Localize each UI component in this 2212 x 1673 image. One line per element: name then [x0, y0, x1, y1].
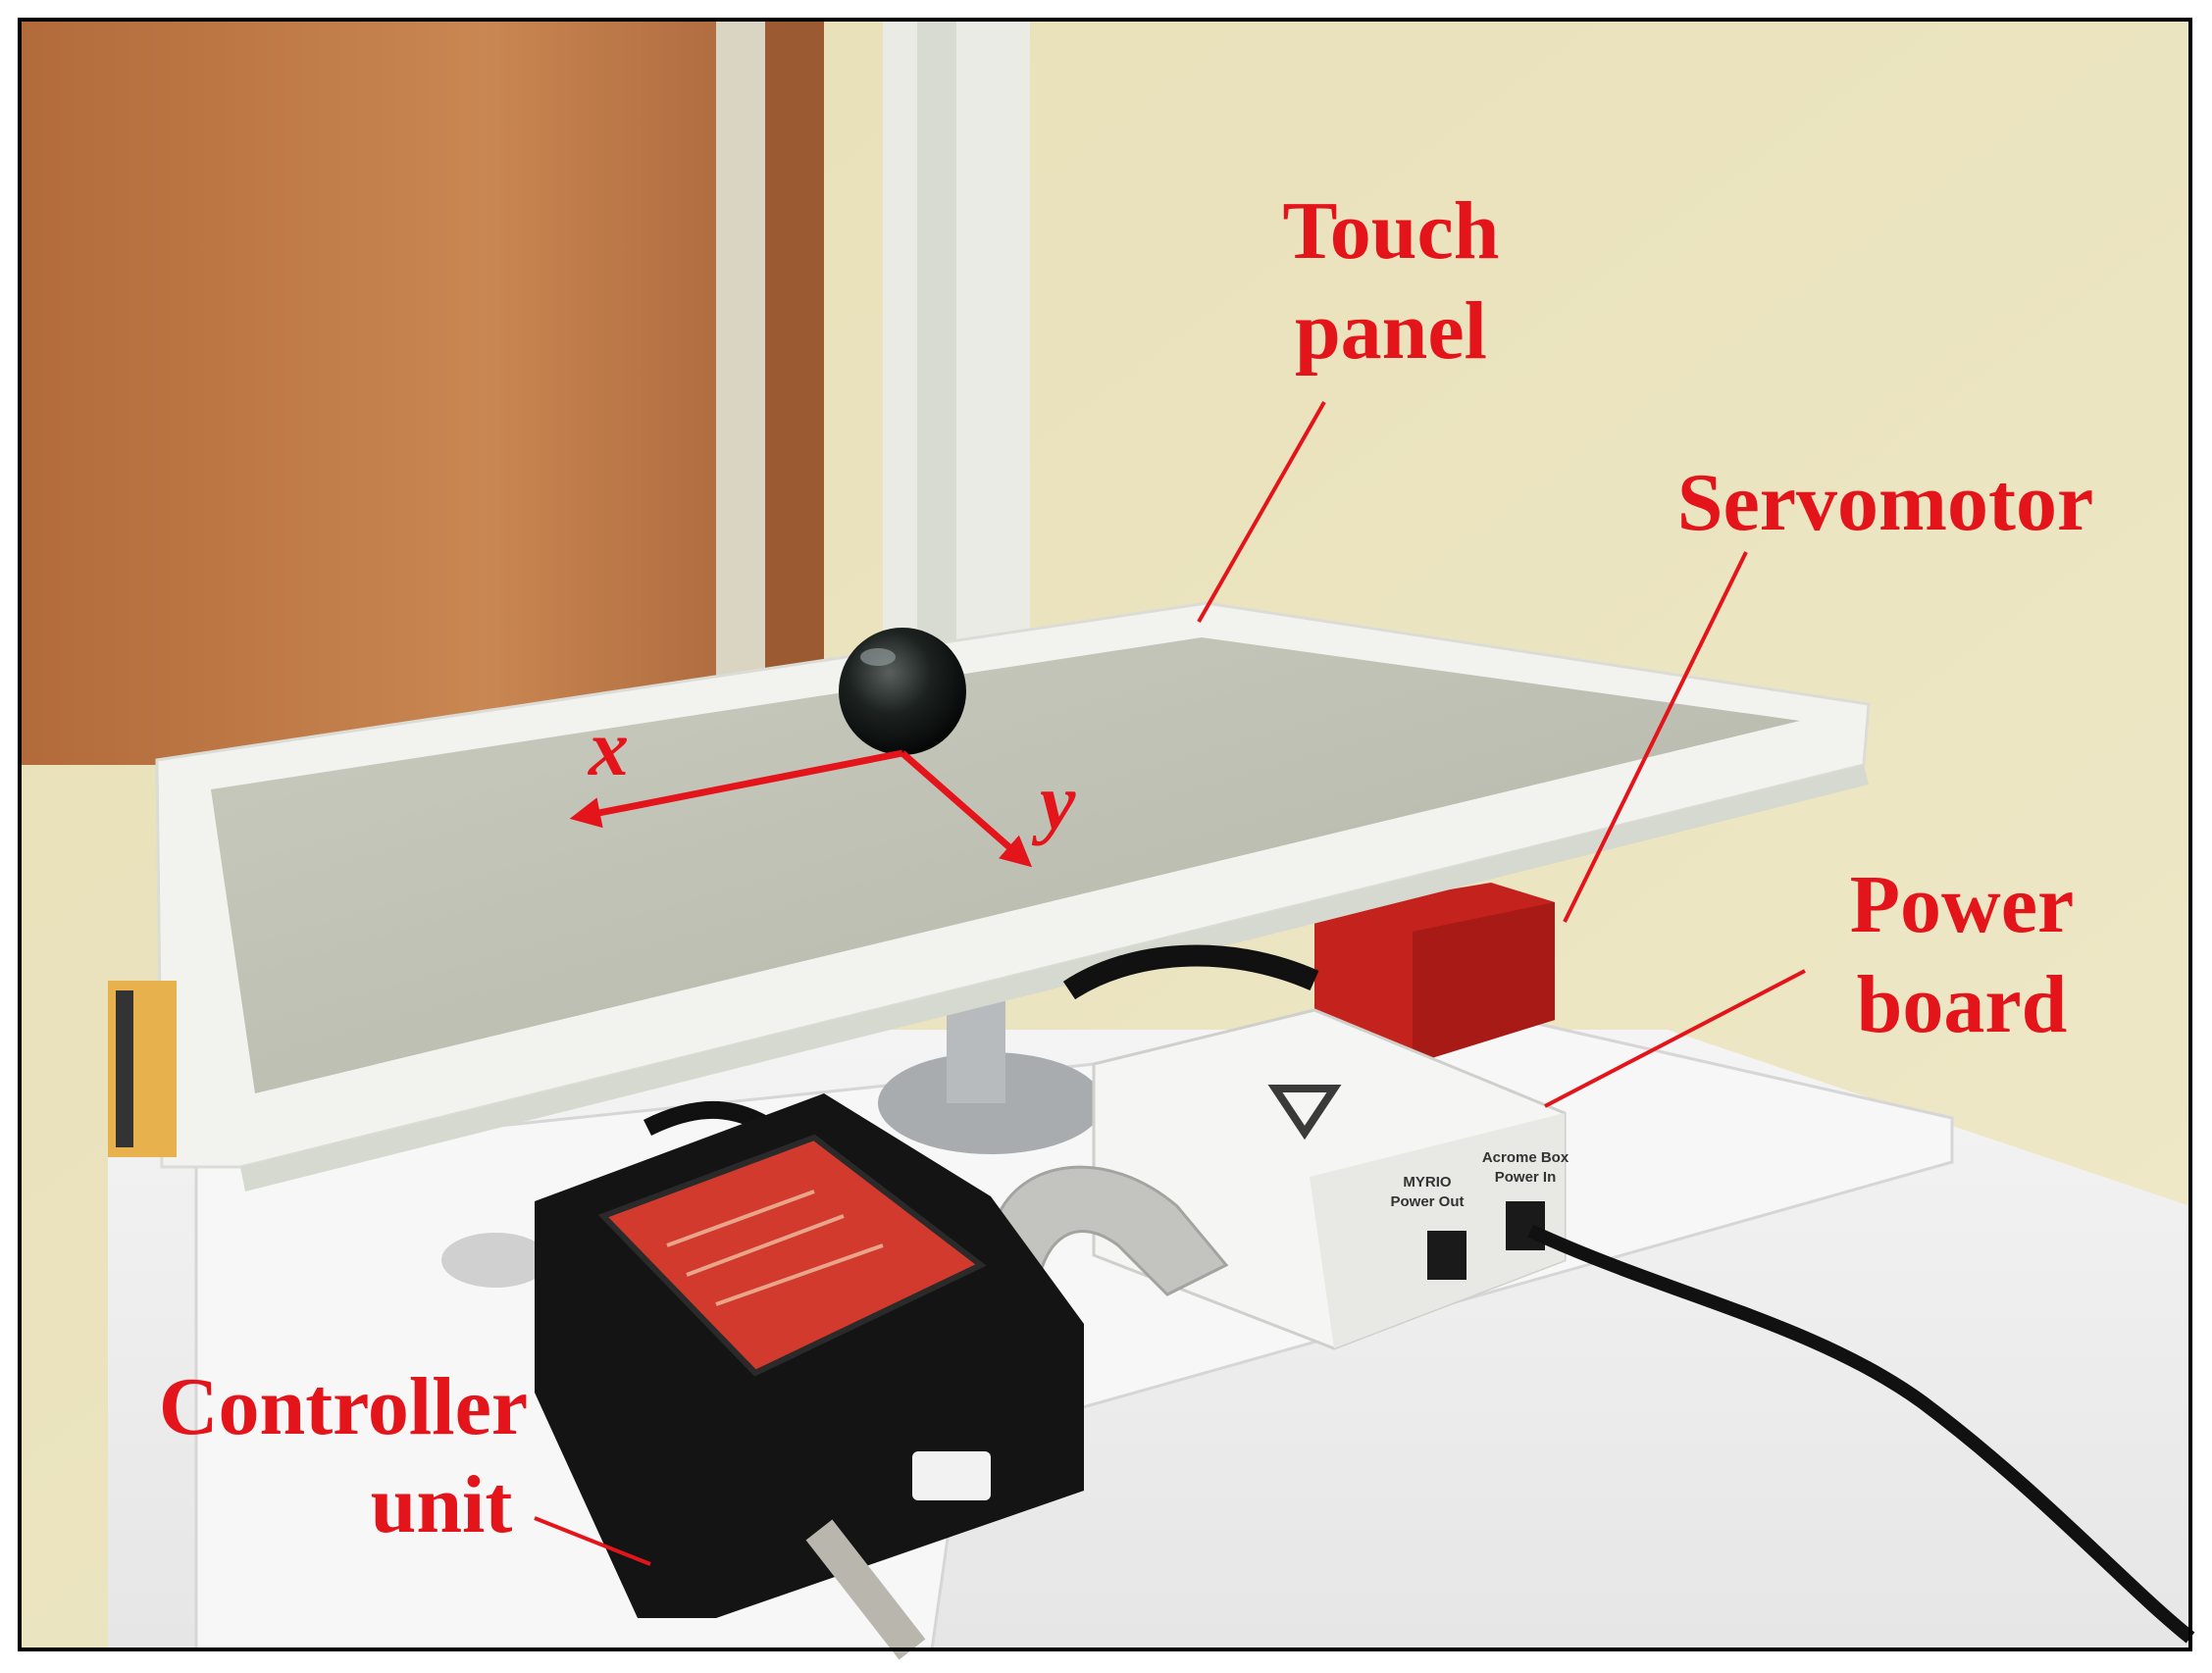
usb-cable [805, 1519, 926, 1660]
power-board-leader [1544, 969, 1806, 1108]
acrome-box-power-in-line2: Power In [1495, 1169, 1557, 1186]
y-axis-arrow [900, 750, 1033, 868]
ribbon-cable [979, 1165, 1229, 1317]
power-board-label-line2: board [1857, 959, 2068, 1050]
controller-unit-label-line1: Controller [159, 1361, 528, 1452]
myrio-power-out-line1: MYRIO [1403, 1174, 1452, 1191]
controller-pcb-window [597, 1134, 987, 1377]
power-cable [1527, 1224, 2195, 1644]
servomotor-leader [1563, 551, 1748, 923]
acrome-box-power-in-line1: Acrome Box [1482, 1149, 1569, 1166]
wooden-door [20, 20, 795, 765]
power-board-label-line1: Power [1850, 859, 2075, 950]
annotations: x y Touch panel Servomotor Power board C… [159, 185, 2094, 1566]
touch-panel-leader [1197, 401, 1326, 623]
touch-panel-label-line2: panel [1295, 285, 1487, 377]
x-axis-arrow [569, 749, 903, 829]
power-board-port-labels: MYRIO Power Out Acrome Box Power In [1390, 1149, 1569, 1210]
controller-unit-leader [534, 1516, 651, 1566]
myrio-power-out-line2: Power Out [1390, 1193, 1464, 1210]
frame-border [18, 18, 2192, 1651]
steel-ball [839, 628, 966, 755]
servomotor-label: Servomotor [1677, 457, 2094, 548]
photo: MYRIO Power Out Acrome Box Power In [20, 20, 2195, 1660]
controller-unit-label-line2: unit [371, 1459, 513, 1550]
x-axis-label: x [588, 703, 629, 792]
touch-panel-label-line1: Touch [1282, 185, 1499, 277]
